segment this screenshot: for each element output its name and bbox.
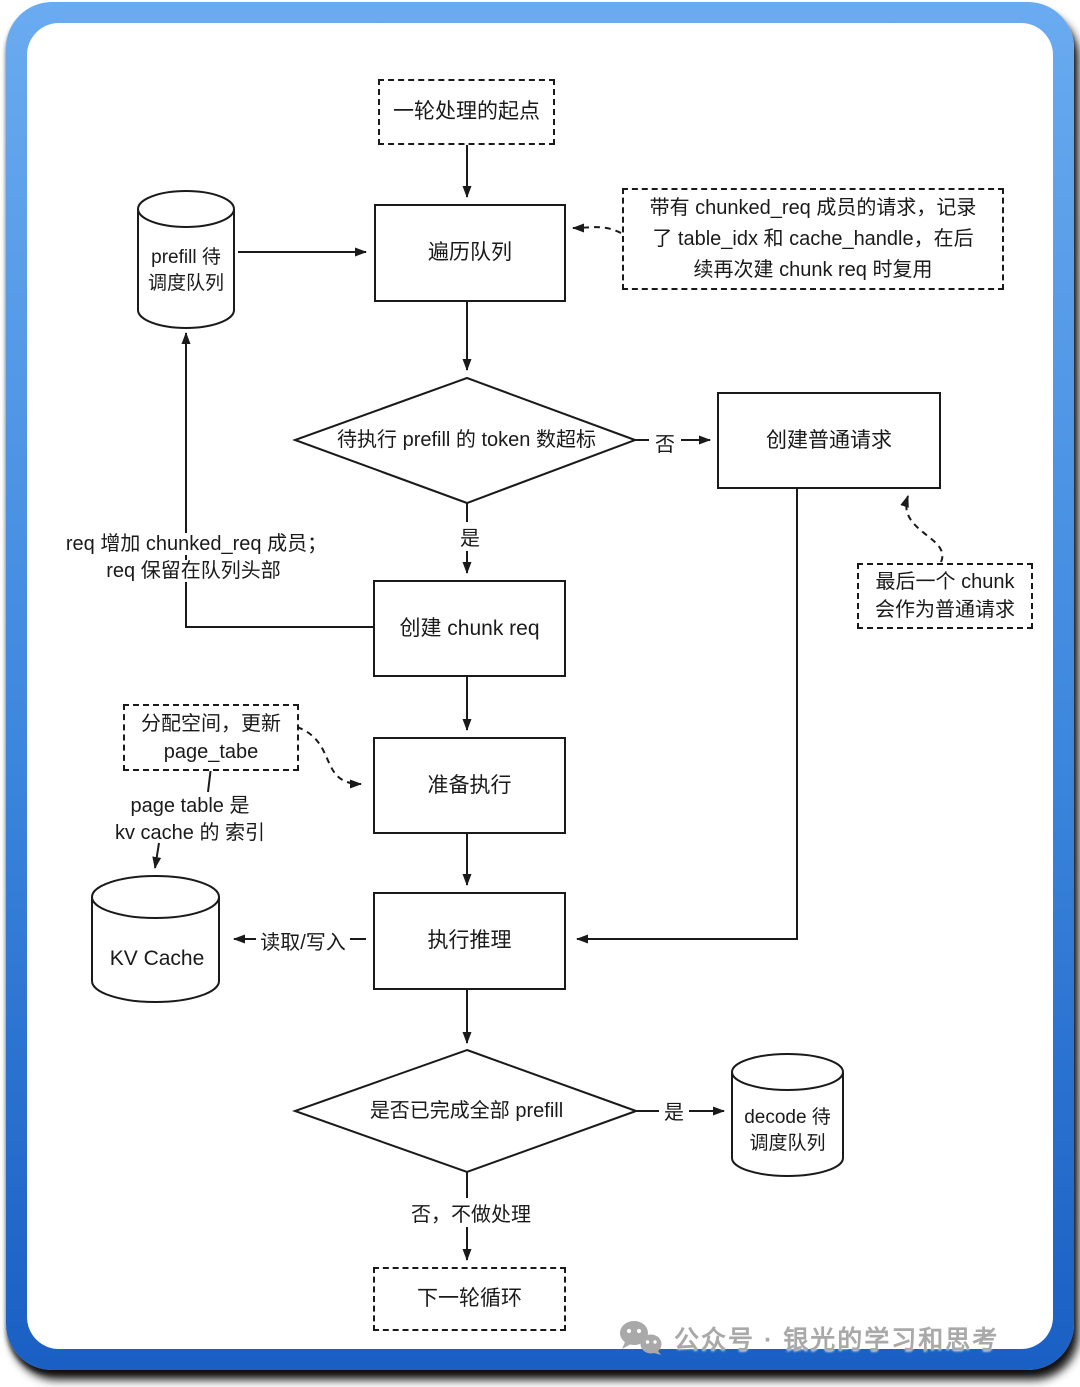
allocate-space-note-text: 分配空间，更新 page_tabe	[141, 712, 281, 763]
create-normal-request-label: 创建普通请求	[766, 428, 892, 452]
prepare-execution-node: 准备执行	[373, 737, 566, 834]
prefill-complete-decision-label: 是否已完成全部 prefill	[369, 1100, 564, 1122]
prepare-execution-label: 准备执行	[427, 773, 512, 797]
create-chunk-req-label: 创建 chunk req	[399, 616, 540, 640]
prefill-queue-label: prefill 待 调度队列	[147, 247, 224, 294]
start-node: 一轮处理的起点	[378, 79, 555, 145]
page-table-note: page table 是 kv cache 的 索引	[114, 795, 266, 844]
prefill-queue-cylinder	[137, 190, 235, 329]
create-normal-request-node: 创建普通请求	[717, 392, 941, 489]
no-label: 否	[649, 428, 681, 457]
yes-done-label: 是	[659, 1096, 689, 1125]
edge-note-to-traverse	[572, 223, 622, 234]
traverse-queue-label: 遍历队列	[428, 241, 512, 264]
token-limit-decision-label: 待执行 prefill 的 token 数超标	[337, 429, 596, 451]
kv-cache-label: KV Cache	[109, 947, 205, 970]
execute-inference-label: 执行推理	[427, 929, 512, 952]
execute-inference-node: 执行推理	[373, 892, 566, 990]
chunked-req-note-text: 带有 chunked_req 成员的请求，记录 了 table_idx 和 ca…	[649, 196, 977, 281]
edge-normalreq-to-execute	[576, 485, 798, 944]
edge-pagetable-to-kvcache	[152, 842, 162, 869]
read-write-label: 读取/写入	[256, 926, 350, 955]
req-keep-note: req 增加 chunked_req 成员； req 保留在队列头部	[40, 531, 350, 585]
edge-lastchunk-to-normalreq	[900, 495, 944, 563]
last-chunk-note-text: 最后一个 chunk 会作为普通请求	[875, 571, 1015, 621]
decode-queue-cylinder	[731, 1053, 844, 1177]
create-chunk-req-node: 创建 chunk req	[373, 580, 566, 677]
no-action-label: 否，不做处理	[396, 1198, 546, 1227]
kv-cache-cylinder	[91, 875, 220, 1003]
last-chunk-note: 最后一个 chunk 会作为普通请求	[857, 563, 1033, 629]
edge-chunkreq-to-prefillqueue	[181, 332, 373, 628]
watermark-text: 公众号 · 银光的学习和思考	[674, 1326, 1000, 1354]
decode-queue-label: decode 待 调度队列	[744, 1107, 831, 1154]
watermark: 公众号 · 银光的学习和思考	[618, 1320, 999, 1356]
next-loop-label: 下一轮循环	[417, 1287, 522, 1310]
edge-allocate-to-pagetable-note	[207, 766, 212, 793]
next-loop-node: 下一轮循环	[373, 1267, 566, 1331]
yes-label: 是	[455, 522, 485, 551]
edge-allocate-to-prepare	[296, 726, 362, 789]
wechat-icon	[620, 1321, 662, 1355]
allocate-space-note: 分配空间，更新 page_tabe	[123, 704, 299, 771]
chunked-req-note: 带有 chunked_req 成员的请求，记录 了 table_idx 和 ca…	[622, 188, 1004, 290]
start-label: 一轮处理的起点	[393, 100, 540, 123]
req-keep-note-text: req 增加 chunked_req 成员； req 保留在队列头部	[62, 533, 328, 582]
traverse-queue-node: 遍历队列	[374, 204, 566, 302]
